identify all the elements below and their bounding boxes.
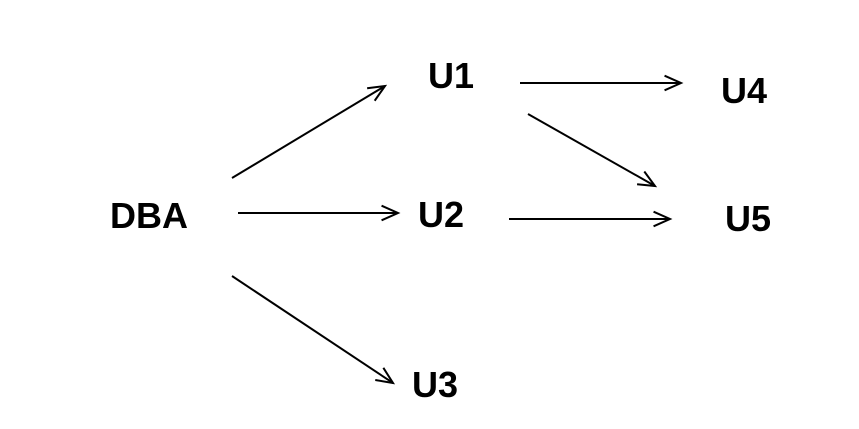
arrowhead-icon bbox=[367, 84, 388, 102]
edge-u1-to-u5 bbox=[527, 113, 658, 188]
edge-dba-to-u2 bbox=[238, 204, 401, 222]
edge-dba-to-u3 bbox=[231, 275, 396, 385]
edge-u2-to-u5 bbox=[509, 210, 673, 228]
edge-dba-to-u1 bbox=[231, 84, 388, 179]
arrowhead-icon bbox=[653, 210, 673, 228]
node-u5: U5 bbox=[725, 198, 771, 239]
edge-u1-to-u4 bbox=[520, 74, 684, 92]
edges-layer bbox=[231, 74, 684, 385]
arrowhead-icon bbox=[375, 367, 396, 385]
node-u4: U4 bbox=[721, 70, 767, 111]
arrowhead-icon bbox=[664, 74, 684, 92]
arrow-shaft bbox=[231, 85, 386, 179]
arrowhead-icon bbox=[636, 170, 658, 188]
node-u2: U2 bbox=[418, 194, 464, 235]
node-dba: DBA bbox=[110, 195, 188, 236]
node-u3: U3 bbox=[412, 364, 458, 405]
arrow-shaft bbox=[527, 113, 656, 187]
nodes-layer: DBA U1 U2 U3 U4 U5 bbox=[110, 55, 771, 405]
node-u1: U1 bbox=[428, 55, 474, 96]
arrowhead-icon bbox=[381, 204, 401, 222]
arrow-shaft bbox=[231, 275, 394, 384]
